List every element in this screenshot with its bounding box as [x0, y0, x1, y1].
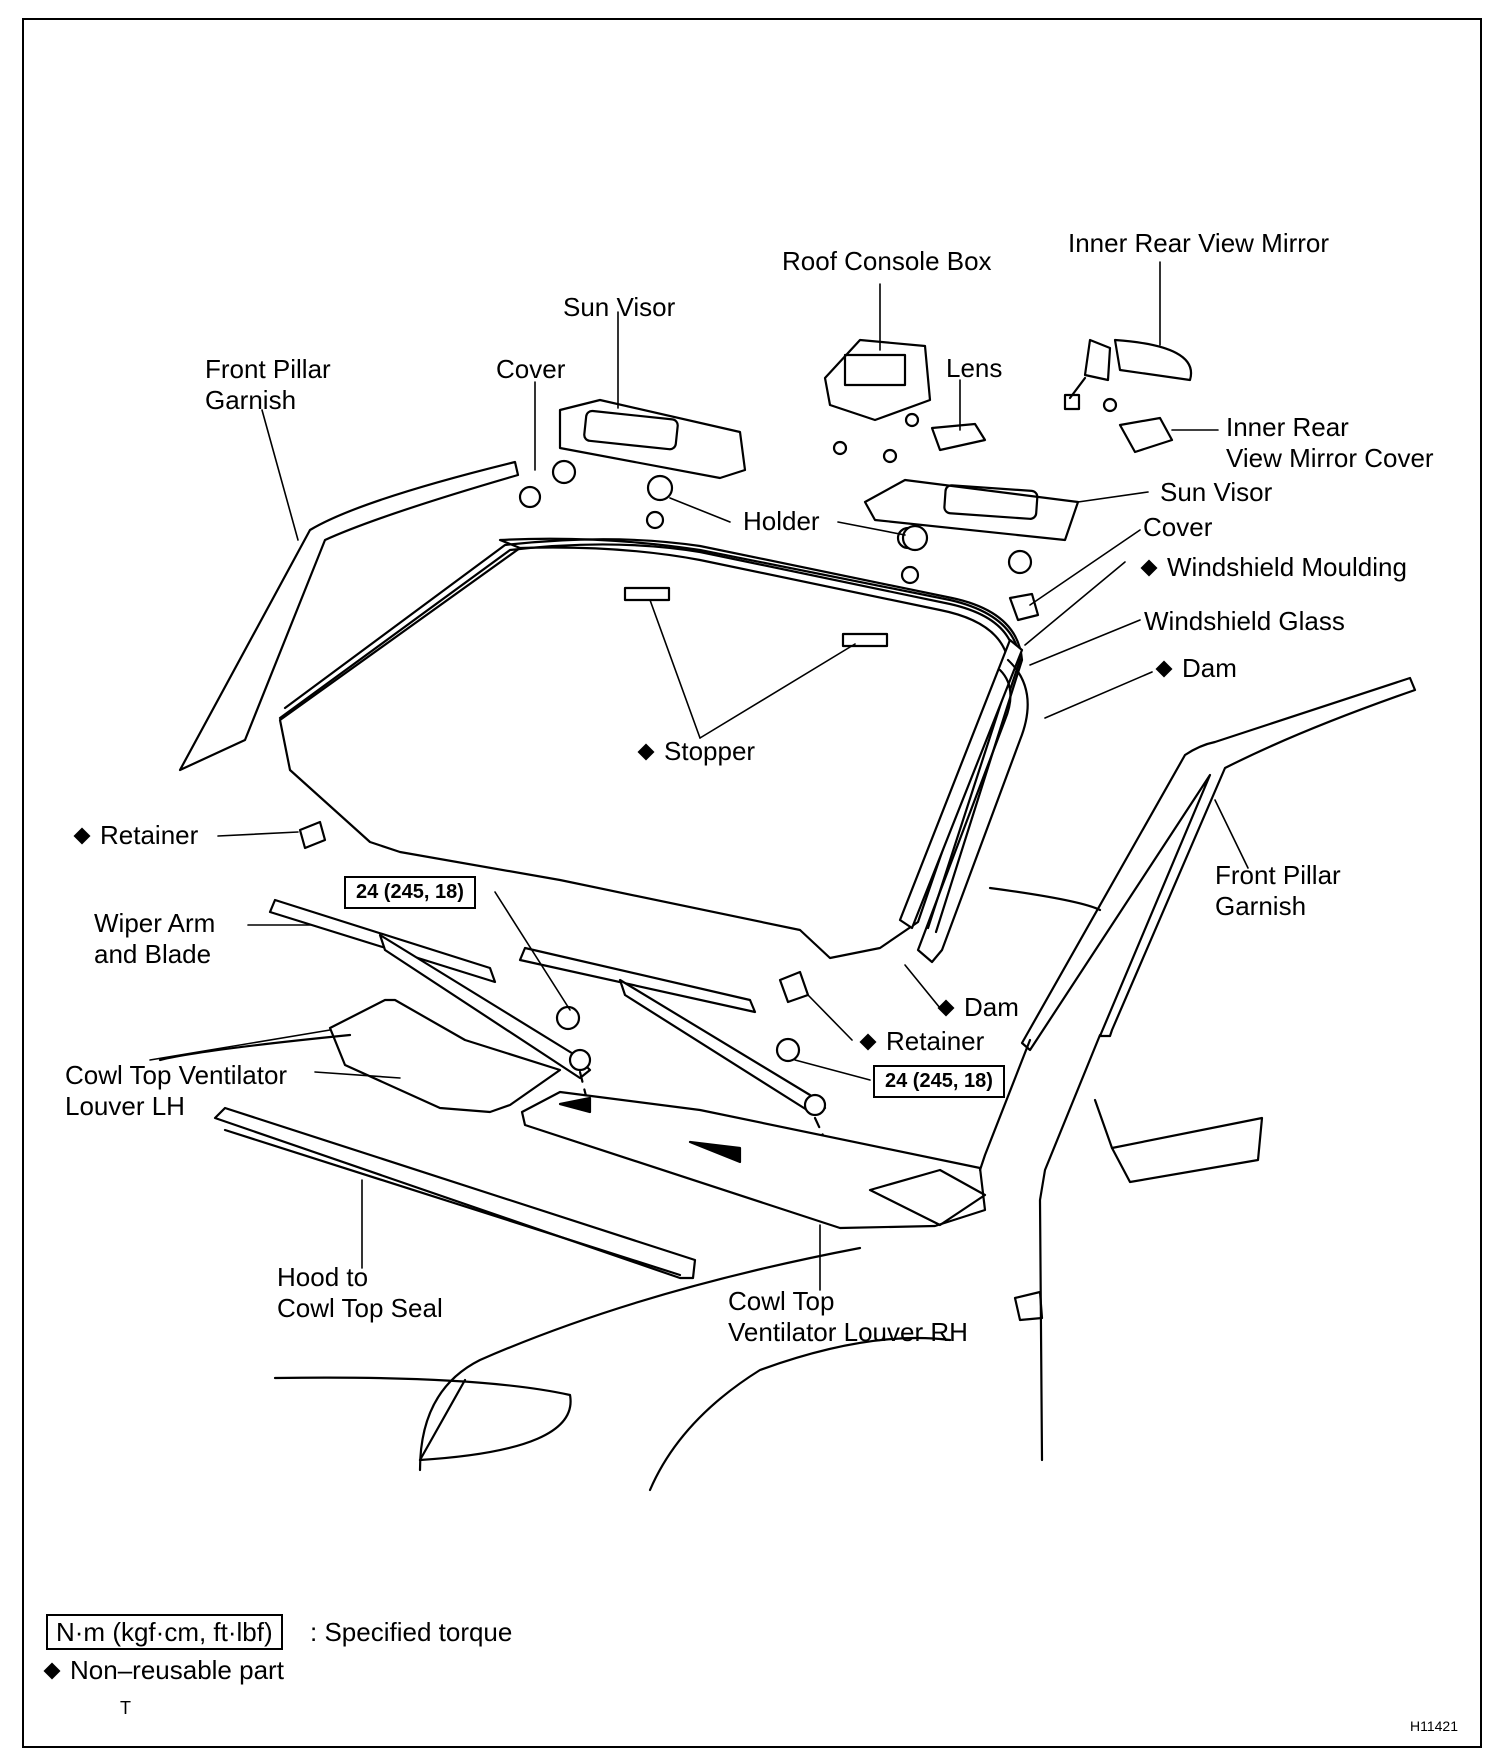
nonreusable-mark	[859, 1033, 877, 1051]
alignment-dash-2	[813, 1116, 842, 1174]
sun-visor-right-part	[863, 478, 1080, 622]
cowl-top-louver-lh-part	[328, 998, 562, 1114]
windshield-moulding	[278, 538, 1024, 934]
sun-visor-left-part	[518, 398, 747, 509]
label-sun-visor-left: Sun Visor	[563, 292, 676, 322]
label-cowl-top-ventilator-louver-rh: Cowl Top Ventilator Louver RH	[728, 1286, 968, 1347]
legend-mark: T	[120, 1698, 131, 1718]
torque-box-lower: 24 (245, 18)	[873, 1065, 1005, 1098]
nonreusable-mark	[937, 999, 955, 1017]
label-windshield-moulding: Windshield Moulding	[1140, 552, 1407, 583]
figure-code: H11421	[1410, 1718, 1459, 1734]
nonreusable-mark	[73, 827, 91, 845]
stopper-right	[841, 632, 889, 648]
legend-torque-unit: N·m (kgf·cm, ft·lbf)	[46, 1614, 283, 1650]
inner-rear-view-mirror-part	[1063, 338, 1193, 454]
nonreusable-mark	[1140, 559, 1158, 577]
label-inner-rear-view-mirror-cover: Inner Rear View Mirror Cover	[1226, 412, 1434, 473]
hood-to-cowl-top-seal-part	[213, 1106, 697, 1280]
front-pillar-garnish-left-part	[178, 460, 520, 772]
label-cowl-top-ventilator-louver-lh: Cowl Top Ventilator Louver LH	[65, 1060, 288, 1121]
legend-torque-desc: : Specified torque	[310, 1617, 513, 1647]
alignment-dash-1	[578, 1070, 592, 1114]
label-wiper-arm-and-blade: Wiper Arm and Blade	[94, 908, 216, 969]
stopper-left	[623, 586, 671, 602]
front-pillar-garnish-right-part	[1020, 676, 1417, 1052]
label-roof-console-box: Roof Console Box	[782, 246, 992, 276]
cowl-top-louver-rh-part	[520, 1090, 987, 1230]
label-cover-right: Cover	[1143, 512, 1213, 542]
label-retainer-right: Retainer	[859, 1026, 984, 1057]
leader-lines	[149, 261, 1249, 1291]
label-stopper: Stopper	[637, 736, 755, 767]
label-holder: Holder	[743, 506, 820, 536]
label-cover-left: Cover	[496, 354, 566, 384]
label-retainer-left: Retainer	[73, 820, 198, 851]
label-sun-visor-right: Sun Visor	[1160, 477, 1273, 507]
torque-box-upper: 24 (245, 18)	[344, 876, 476, 909]
legend-nonreusable: Non–reusable part	[43, 1655, 284, 1685]
diagram-frame	[22, 18, 1482, 1748]
holder-clip-2	[645, 510, 665, 530]
holder-clip-3	[900, 565, 920, 585]
label-dam-upper: Dam	[1155, 653, 1237, 684]
dam-strip	[916, 658, 1029, 964]
label-front-pillar-garnish-left: Front Pillar Garnish	[205, 354, 331, 415]
nonreusable-mark	[43, 1662, 61, 1680]
label-lens: Lens	[946, 353, 1003, 383]
nonreusable-mark	[637, 743, 655, 761]
label-front-pillar-garnish-right: Front Pillar Garnish	[1215, 860, 1341, 921]
retainer-left-part	[298, 820, 327, 850]
roof-console-box-part	[823, 338, 987, 464]
label-hood-to-cowl-top-seal: Hood to Cowl Top Seal	[277, 1262, 443, 1323]
label-inner-rear-view-mirror: Inner Rear View Mirror	[1068, 228, 1330, 258]
holder-clip-1	[901, 524, 929, 552]
label-windshield-glass: Windshield Glass	[1144, 606, 1345, 636]
retainer-right-part	[778, 970, 810, 1004]
label-dam-lower: Dam	[937, 992, 1019, 1023]
wiper-arm-and-blade-parts	[268, 898, 827, 1117]
nonreusable-mark	[1155, 660, 1173, 678]
vehicle-body-outline	[158, 886, 1264, 1492]
